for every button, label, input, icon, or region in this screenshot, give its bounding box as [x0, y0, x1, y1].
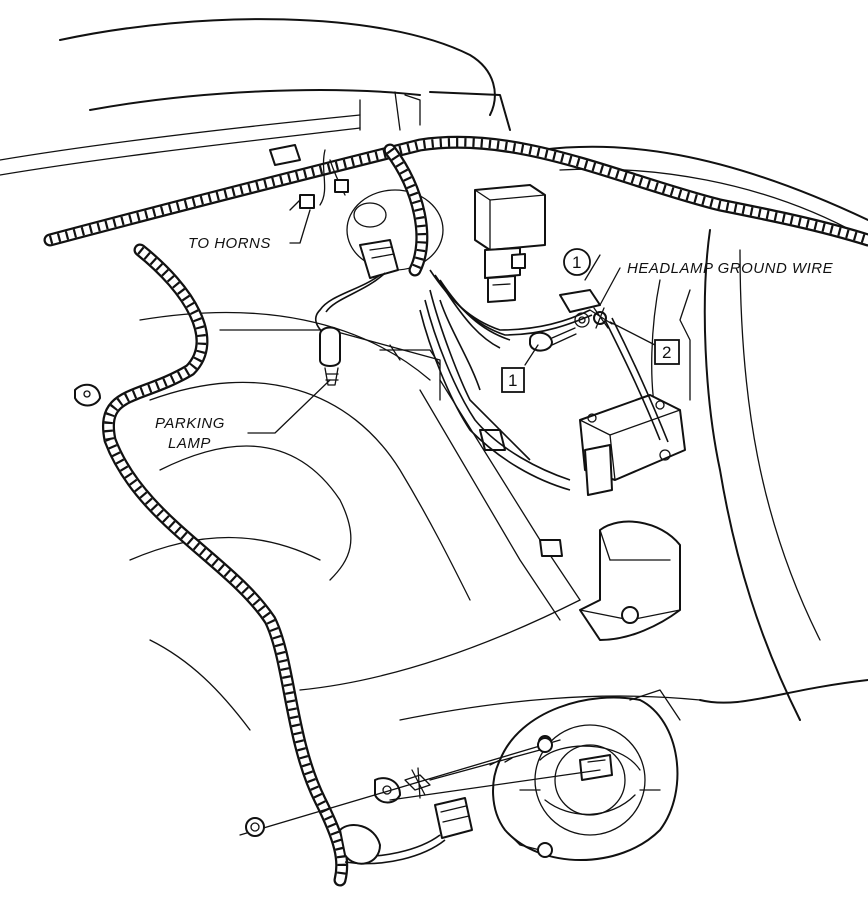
- callout-circle-1: 1: [563, 248, 591, 276]
- alternator: [492, 689, 681, 861]
- support-bracket: [579, 520, 681, 641]
- callout-box-1: 1: [501, 367, 525, 393]
- parking-lamp-label-line1: PARKING: [155, 415, 225, 432]
- main-harness: [43, 135, 868, 887]
- alternator-connector: [339, 767, 473, 865]
- harness-clips: [269, 144, 349, 211]
- ground-screw: [529, 307, 613, 352]
- hood-outline: [0, 18, 511, 176]
- callout-box-2: 2: [654, 339, 680, 365]
- headlamp-ground-wire-label: HEADLAMP GROUND WIRE: [627, 260, 834, 277]
- inner-apron: [129, 311, 581, 731]
- left-clip: [74, 383, 101, 407]
- assembly-lines: [239, 737, 601, 837]
- headlamp-motor: [579, 317, 686, 496]
- relay-block: [474, 184, 546, 303]
- callout-box-1-text: 1: [508, 371, 517, 390]
- leader-lines: [247, 209, 656, 434]
- headlamp-bundle: [419, 269, 601, 491]
- to-horns-label: TO HORNS: [188, 235, 271, 252]
- callout-circle-1-text: 1: [572, 253, 581, 272]
- horn-connector: [315, 239, 399, 336]
- callout-box-2-text: 2: [662, 343, 671, 362]
- parking-lamp-socket: [319, 326, 341, 386]
- parking-lamp-label-line2: LAMP: [168, 435, 211, 452]
